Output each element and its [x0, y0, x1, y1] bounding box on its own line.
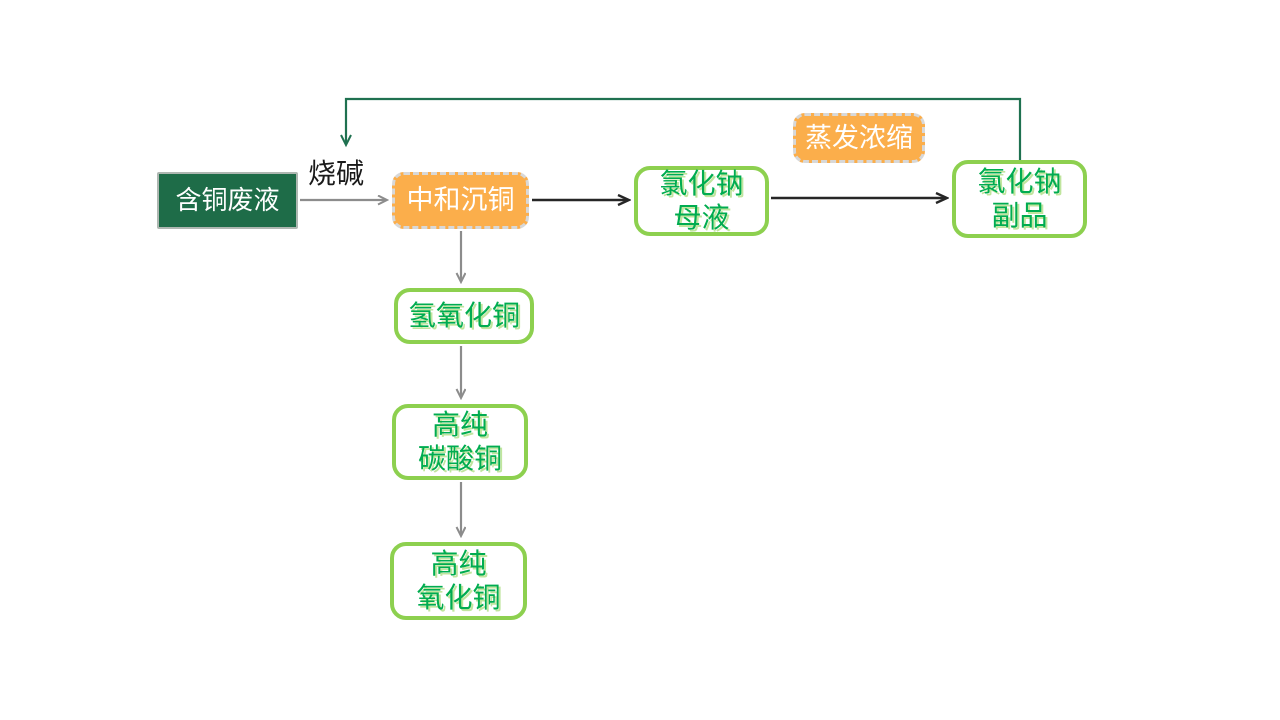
- caustic-soda-label: 烧碱: [308, 158, 365, 189]
- node-neutralize-precipitate-copper: 中和沉铜: [392, 172, 529, 229]
- node-nacl-byproduct: 氯化钠 副品: [952, 160, 1087, 238]
- node-copper-hydroxide: 氢氧化铜: [394, 288, 534, 344]
- node-high-purity-copper-oxide: 高纯 氧化铜: [390, 542, 527, 620]
- node-copper-waste-liquid: 含铜废液: [157, 172, 298, 229]
- node-nacl-mother-liquor: 氯化钠 母液: [634, 166, 769, 236]
- node-evaporation-concentration: 蒸发浓缩: [793, 113, 925, 163]
- node-high-purity-copper-carbonate: 高纯 碳酸铜: [392, 404, 528, 480]
